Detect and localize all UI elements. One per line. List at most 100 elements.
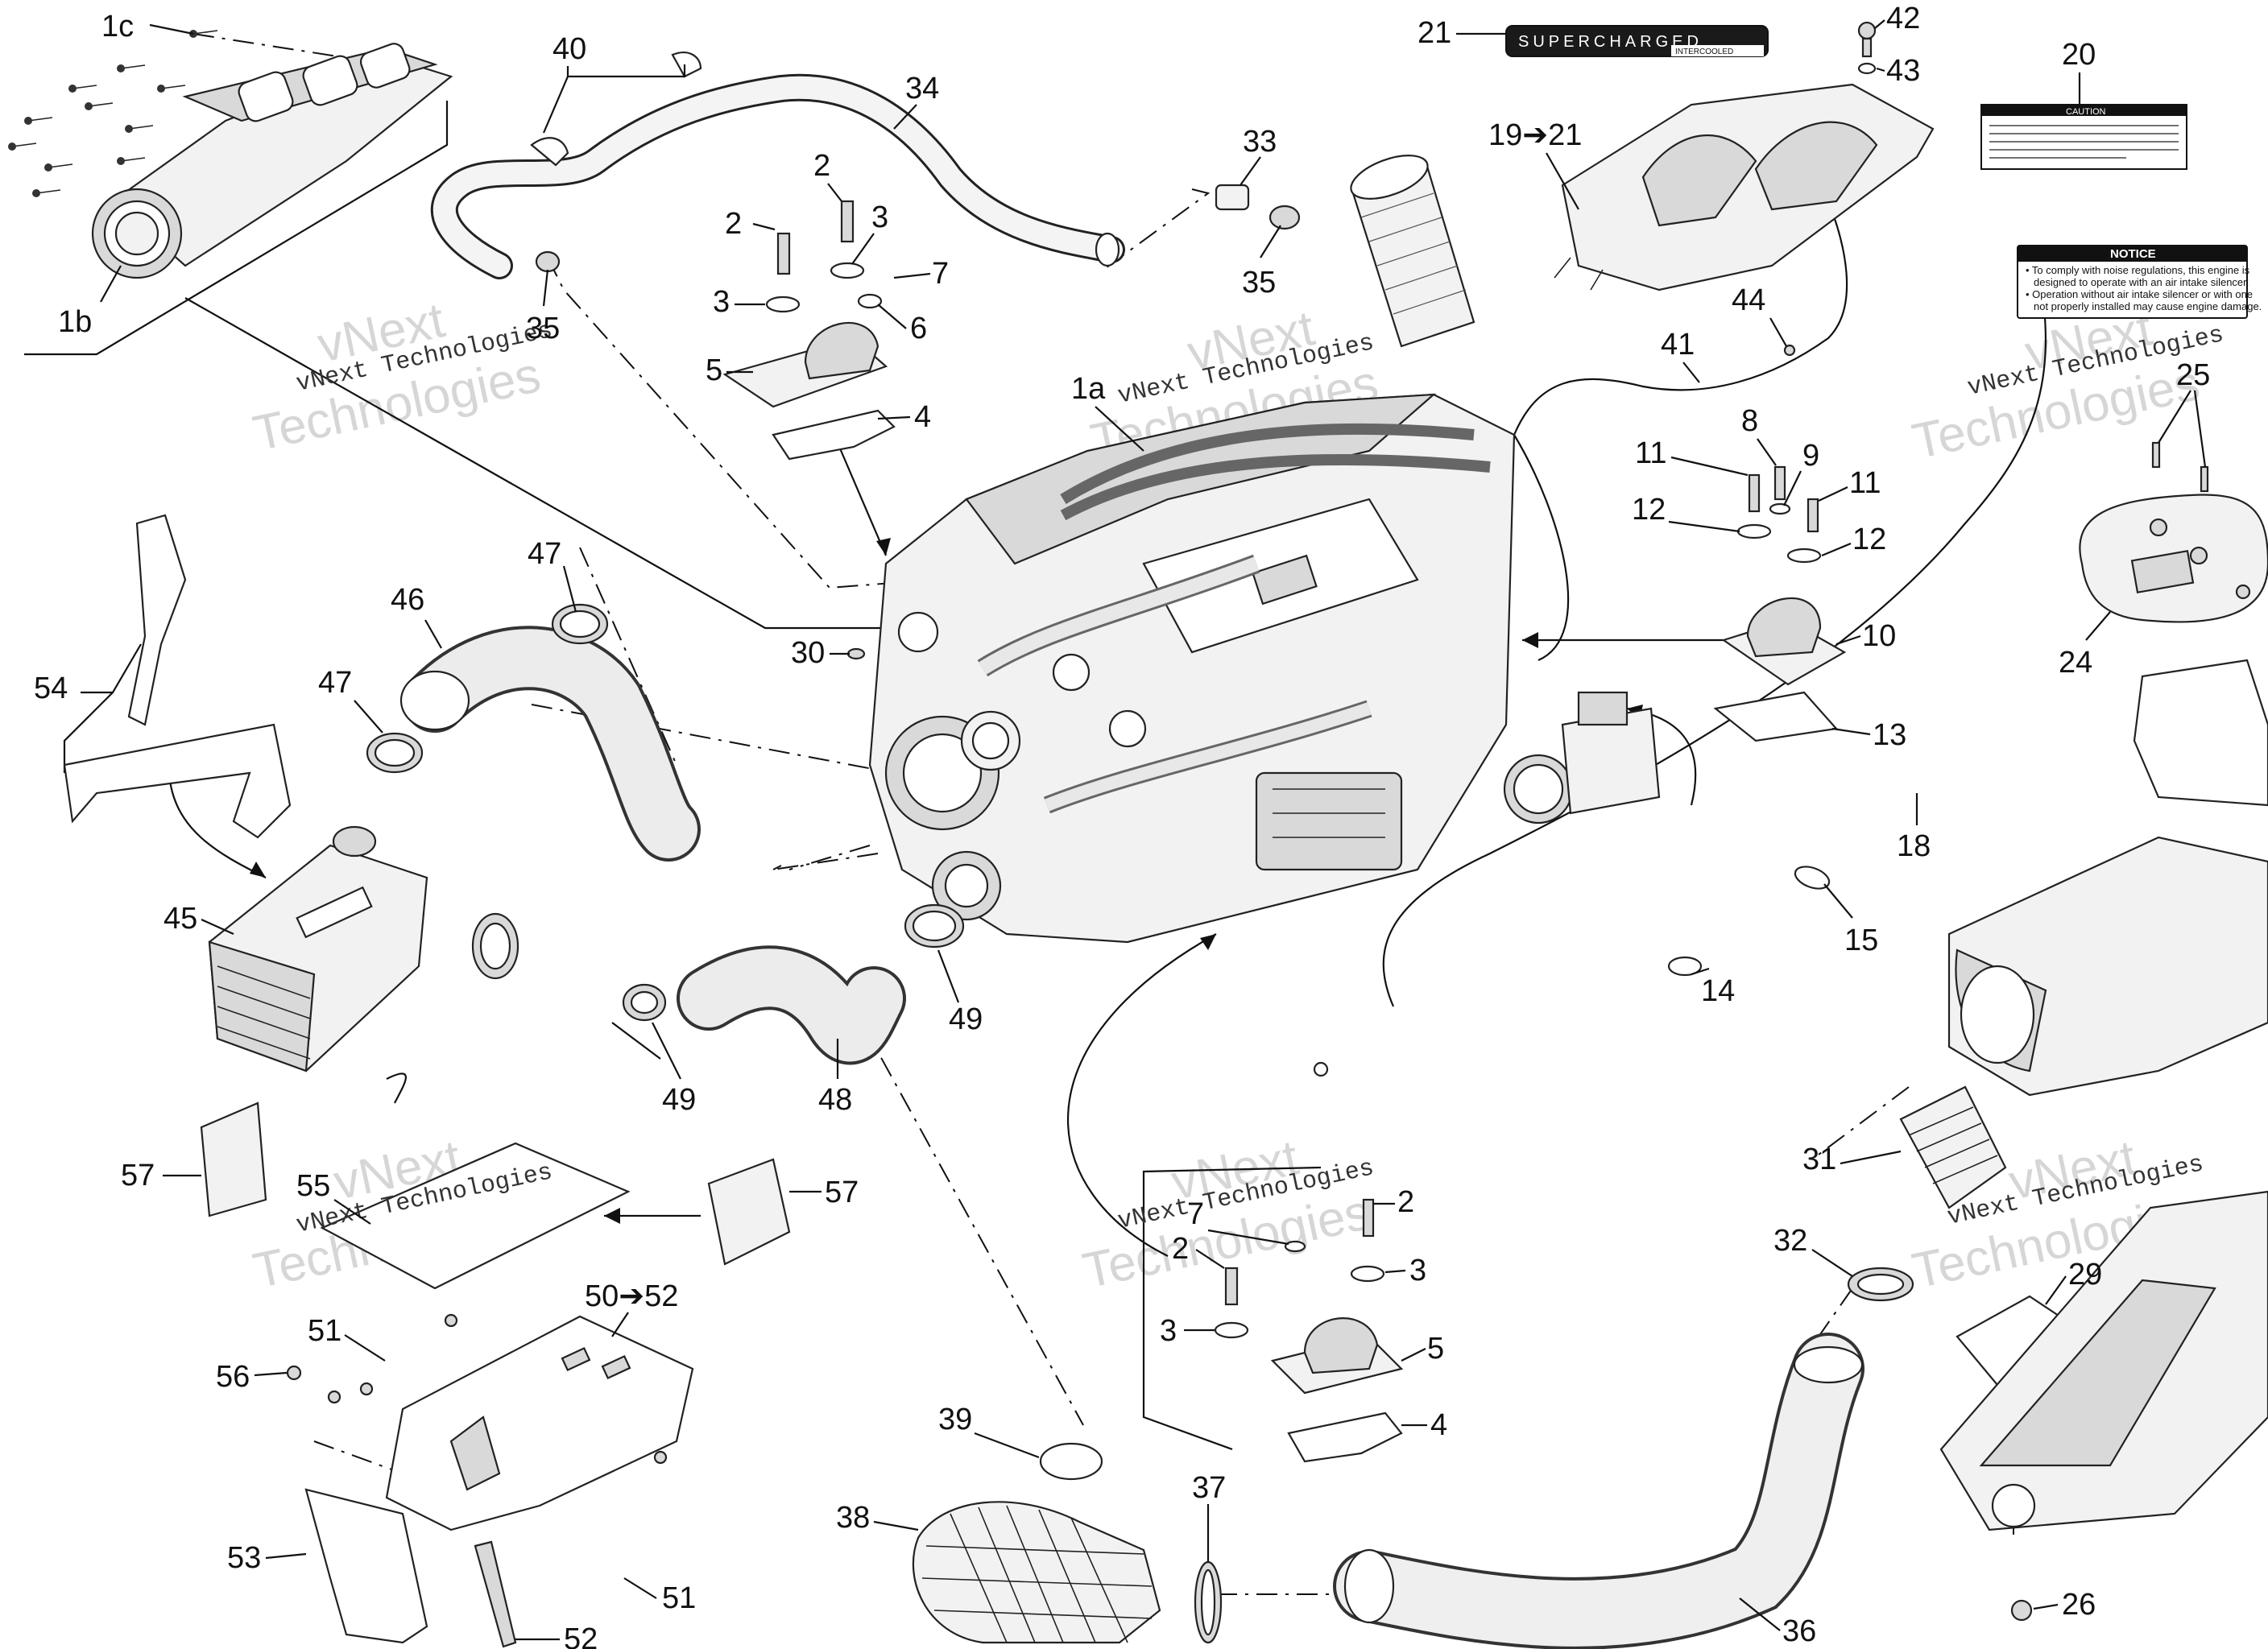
intercooler-hoses xyxy=(366,603,965,1065)
manifold-bolts-1c xyxy=(8,30,218,197)
callout-51: 51 xyxy=(308,1314,341,1348)
callout-47: 47 xyxy=(528,537,561,571)
callout-14: 14 xyxy=(1701,974,1735,1008)
callout-40: 40 xyxy=(553,32,586,66)
callout-55: 55 xyxy=(296,1169,330,1203)
callout-2: 2 xyxy=(1397,1185,1414,1219)
engine-block-1a xyxy=(868,393,1516,944)
caution-title: CAUTION xyxy=(2066,107,2106,117)
callout-5: 5 xyxy=(706,353,722,387)
callout-18: 18 xyxy=(1897,829,1931,863)
intake-manifold-1b xyxy=(91,43,453,279)
notice-title: NOTICE xyxy=(2110,247,2156,261)
callout-48: 48 xyxy=(818,1083,852,1117)
callout-2: 2 xyxy=(1172,1232,1189,1266)
callout-24: 24 xyxy=(2059,646,2092,680)
callout-35-right: 35 xyxy=(1242,266,1276,300)
callout-19-21: 19➔21 xyxy=(1488,118,1582,152)
callout-52: 52 xyxy=(564,1622,598,1649)
callout-3: 3 xyxy=(1409,1254,1426,1287)
callout-labels: 1c 1b 1a 40 34 35 33 35 2 2 3 3 7 6 5 4 … xyxy=(34,2,2210,1649)
skid-plate-50 xyxy=(286,1313,694,1648)
callout-30: 30 xyxy=(791,636,825,670)
callout-10: 10 xyxy=(1862,619,1896,653)
callout-35-left: 35 xyxy=(526,312,560,345)
callout-56: 56 xyxy=(216,1360,250,1394)
callout-11: 11 xyxy=(1635,436,1666,470)
callout-53: 53 xyxy=(227,1541,261,1575)
callout-36: 36 xyxy=(1782,1614,1816,1648)
callout-29: 29 xyxy=(2068,1258,2102,1292)
callout-3: 3 xyxy=(871,200,888,234)
callout-51: 51 xyxy=(662,1581,696,1615)
callout-5: 5 xyxy=(1427,1332,1444,1366)
intercooler-45 xyxy=(63,514,519,1072)
callout-2: 2 xyxy=(725,207,742,241)
callout-44: 44 xyxy=(1732,283,1765,317)
throttle-body xyxy=(1503,691,1661,824)
callout-47: 47 xyxy=(318,666,352,700)
callout-8: 8 xyxy=(1741,404,1758,438)
callout-37: 37 xyxy=(1192,1471,1226,1505)
leader-lines xyxy=(24,33,2159,1595)
callout-33: 33 xyxy=(1243,125,1277,159)
callout-31: 31 xyxy=(1802,1143,1836,1176)
intake-hose-36 xyxy=(1333,1333,1864,1649)
callout-57: 57 xyxy=(121,1159,155,1192)
supercharged-text: SUPERCHARGED xyxy=(1518,33,1703,51)
callout-34: 34 xyxy=(905,72,939,105)
callout-7: 7 xyxy=(1187,1197,1204,1231)
callout-13: 13 xyxy=(1873,718,1906,752)
callout-9: 9 xyxy=(1802,439,1819,473)
callout-1c: 1c xyxy=(101,10,134,43)
breather-pipe-34 xyxy=(430,52,1125,279)
callout-50-52: 50➔52 xyxy=(585,1279,678,1313)
supercharged-decal-21: SUPERCHARGED INTERCOOLED xyxy=(1505,25,1769,57)
callout-46: 46 xyxy=(391,583,424,617)
callout-45: 45 xyxy=(163,902,197,936)
callout-41: 41 xyxy=(1661,328,1695,362)
intake-filter-38 xyxy=(912,1442,1223,1644)
engine-mount-lower xyxy=(1214,1198,1404,1463)
callout-4: 4 xyxy=(914,400,931,434)
callout-49: 49 xyxy=(949,1002,983,1036)
engine-mount-right xyxy=(1713,465,1847,742)
callout-57: 57 xyxy=(825,1176,859,1209)
notice-decal: NOTICE • To comply with noise regulation… xyxy=(2017,245,2262,319)
callout-12: 12 xyxy=(1632,493,1666,527)
callout-25: 25 xyxy=(2176,358,2210,392)
small-clips-14-15 xyxy=(1313,866,1831,1077)
pads-55-57 xyxy=(200,1101,791,1290)
callout-42: 42 xyxy=(1886,2,1920,35)
callout-4: 4 xyxy=(1430,1408,1447,1442)
callout-43: 43 xyxy=(1886,54,1920,88)
notice-line-1: • To comply with noise regulations, this… xyxy=(2026,264,2250,276)
engine-cover-19 xyxy=(1554,21,1935,357)
airbox-assembly xyxy=(1847,836,2268,1622)
notice-line-4: not properly installed may cause engine … xyxy=(2034,300,2262,312)
callout-1b: 1b xyxy=(58,305,92,339)
callout-6: 6 xyxy=(910,312,927,345)
callout-2: 2 xyxy=(813,149,830,183)
caution-decal-20: CAUTION xyxy=(1980,104,2187,170)
callout-49: 49 xyxy=(662,1083,696,1117)
callout-21: 21 xyxy=(1418,16,1451,50)
callout-32: 32 xyxy=(1773,1224,1807,1258)
intercooled-text: INTERCOOLED xyxy=(1675,48,1733,56)
callout-38: 38 xyxy=(836,1501,870,1535)
notice-line-2: designed to operate with an air intake s… xyxy=(2034,276,2249,288)
callout-3: 3 xyxy=(1160,1314,1177,1348)
callout-20: 20 xyxy=(2062,38,2096,72)
callout-26: 26 xyxy=(2062,1588,2096,1622)
callout-39: 39 xyxy=(938,1403,972,1436)
intake-cap-24 xyxy=(2079,441,2268,807)
callout-3: 3 xyxy=(713,285,730,319)
callout-15: 15 xyxy=(1844,924,1878,957)
callout-54: 54 xyxy=(34,672,68,705)
engine-mount-upper xyxy=(722,200,896,461)
callout-1a: 1a xyxy=(1071,372,1106,406)
notice-line-3: • Operation without air intake silencer … xyxy=(2026,288,2253,300)
callout-11: 11 xyxy=(1849,466,1881,500)
callout-7: 7 xyxy=(932,257,949,291)
